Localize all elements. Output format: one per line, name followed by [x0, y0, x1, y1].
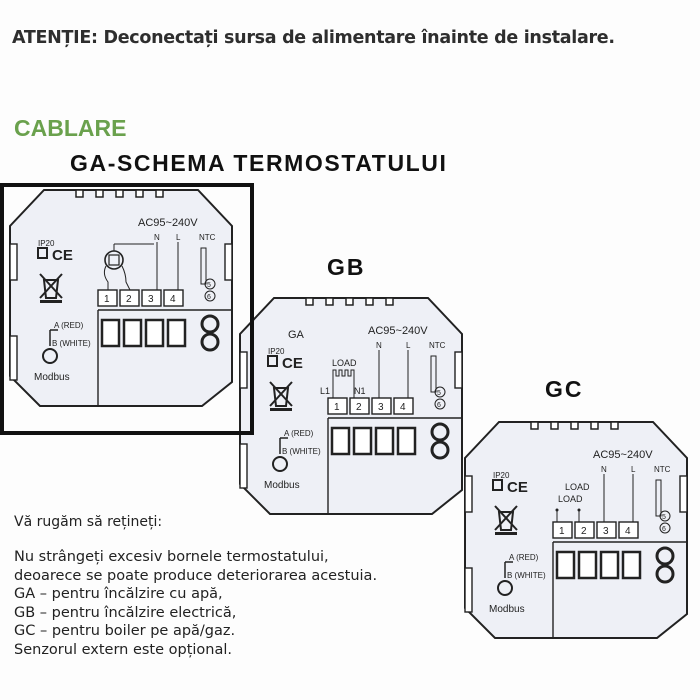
svg-text:2: 2: [581, 526, 587, 537]
svg-text:L1: L1: [320, 386, 330, 396]
note-line: Senzorul extern este opțional.: [14, 641, 233, 658]
svg-text:N: N: [154, 233, 160, 242]
svg-text:Modbus: Modbus: [34, 372, 70, 383]
svg-text:6: 6: [207, 294, 211, 301]
note-line: deoarece se poate produce deteriorarea a…: [14, 567, 378, 584]
svg-text:5: 5: [662, 514, 666, 521]
weee-bin-icon: [39, 273, 63, 303]
svg-text:2: 2: [356, 402, 362, 413]
note-line: GB – pentru încălzire electrică,: [14, 604, 237, 621]
svg-text:B (WHITE): B (WHITE): [282, 447, 321, 456]
svg-text:A (RED): A (RED): [284, 429, 314, 438]
svg-text:3: 3: [603, 526, 609, 537]
svg-text:CE: CE: [282, 355, 303, 372]
svg-text:CE: CE: [52, 247, 73, 264]
thermostat-diagram-gb: GA AC95~240V N L NTC 5 6 IP20 CE LOAD L1…: [236, 294, 466, 520]
svg-text:NTC: NTC: [199, 233, 216, 242]
svg-text:3: 3: [378, 402, 384, 413]
svg-text:NTC: NTC: [429, 341, 446, 350]
svg-text:6: 6: [662, 526, 666, 533]
svg-text:3: 3: [148, 294, 154, 305]
svg-text:L: L: [176, 233, 181, 242]
svg-text:1: 1: [559, 526, 565, 537]
svg-text:AC95~240V: AC95~240V: [593, 449, 653, 461]
svg-text:AC95~240V: AC95~240V: [368, 325, 428, 337]
thermostat-diagram-ga: AC95~240V N L NTC 5 6 IP20 CE: [6, 186, 236, 412]
svg-text:4: 4: [400, 402, 406, 413]
svg-text:LOAD: LOAD: [558, 494, 583, 504]
svg-text:6: 6: [437, 402, 441, 409]
svg-text:5: 5: [437, 390, 441, 397]
svg-text:A (RED): A (RED): [509, 553, 539, 562]
valve-icon: [103, 243, 154, 291]
svg-text:B (WHITE): B (WHITE): [507, 571, 546, 580]
svg-text:GA: GA: [288, 329, 305, 341]
weee-bin-icon: [269, 381, 293, 411]
weee-bin-icon: [494, 505, 518, 535]
svg-text:4: 4: [170, 294, 176, 305]
svg-text:L: L: [631, 465, 636, 474]
svg-text:LOAD: LOAD: [332, 358, 357, 368]
svg-text:AC95~240V: AC95~240V: [138, 217, 198, 229]
svg-text:IP20: IP20: [268, 347, 285, 356]
variant-label-gc: GC: [545, 376, 584, 402]
svg-text:2: 2: [126, 294, 132, 305]
svg-text:Modbus: Modbus: [489, 604, 525, 615]
svg-text:L: L: [406, 341, 411, 350]
thermostat-diagram-gc: AC95~240V N L NTC 5 6 IP20 CE LOAD LOAD …: [461, 418, 691, 644]
schema-title: GA-SCHEMA TERMOSTATULUI: [70, 150, 448, 176]
svg-text:1: 1: [334, 402, 340, 413]
svg-text:LOAD: LOAD: [565, 482, 590, 492]
note-line: GA – pentru încălzire cu apă,: [14, 586, 223, 602]
svg-text:N: N: [376, 341, 382, 350]
svg-text:A (RED): A (RED): [54, 321, 84, 330]
svg-text:N1: N1: [354, 386, 366, 396]
svg-text:IP20: IP20: [493, 471, 510, 480]
svg-text:B (WHITE): B (WHITE): [52, 339, 91, 348]
section-title: CABLARE: [14, 115, 127, 141]
svg-text:Modbus: Modbus: [264, 480, 300, 491]
svg-text:NTC: NTC: [654, 465, 671, 474]
svg-text:5: 5: [207, 282, 211, 289]
notes-block: Vă rugăm să rețineți: Nu strângeți exces…: [14, 514, 377, 659]
note-line: Nu strângeți excesiv bornele termostatul…: [14, 549, 329, 565]
ga-highlight-frame: [0, 183, 254, 435]
note-line: GC – pentru boiler pe apă/gaz.: [14, 623, 236, 639]
notes-heading: Vă rugăm să rețineți:: [14, 514, 163, 530]
svg-text:CE: CE: [507, 479, 528, 496]
variant-label-gb: GB: [327, 254, 366, 280]
svg-text:IP20: IP20: [38, 239, 55, 248]
safety-warning: ATENȚIE: Deconectați sursa de alimentare…: [12, 28, 615, 48]
svg-text:1: 1: [104, 294, 110, 305]
svg-text:N: N: [601, 465, 607, 474]
svg-text:4: 4: [625, 526, 631, 537]
